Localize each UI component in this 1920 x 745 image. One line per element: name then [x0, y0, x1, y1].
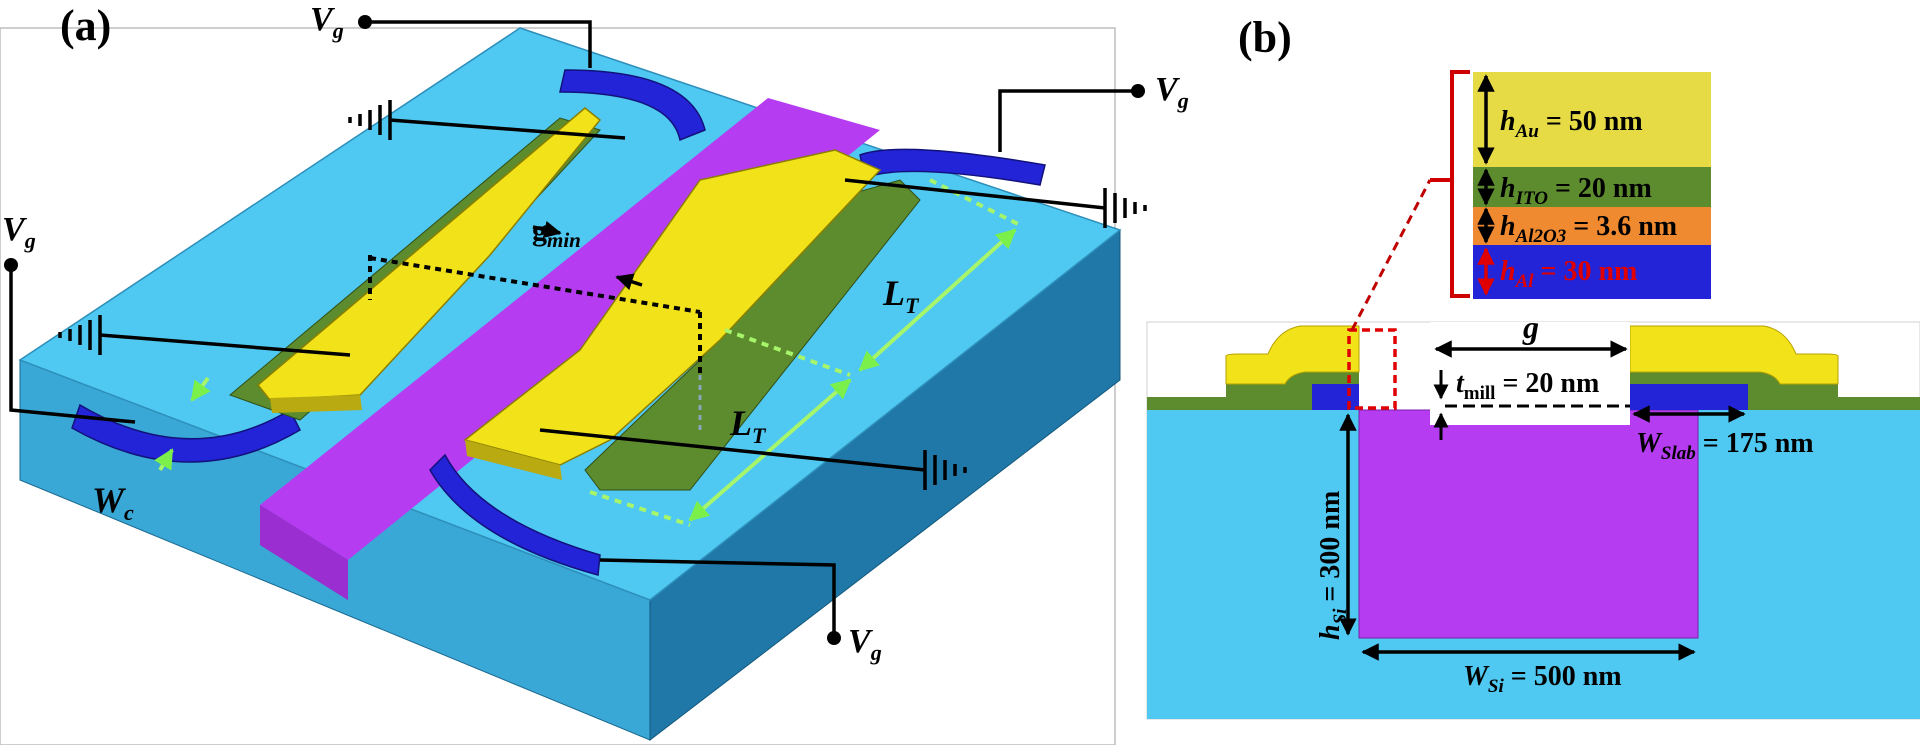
wslab-label: WSlab = 175 nm — [1636, 428, 1814, 464]
vg-wire-top — [365, 20, 592, 68]
au-right-stack — [1629, 325, 1839, 385]
wsi-label: WSi = 500 nm — [1463, 661, 1622, 697]
vg-label-right: Vg — [1155, 71, 1189, 113]
zoom-box — [1347, 328, 1397, 410]
arc-bottom-left — [71, 403, 301, 463]
vg-label-left: Vg — [2, 211, 36, 253]
panel-b: (b) — [1146, 13, 1920, 720]
gmin-arrow-left — [532, 221, 562, 239]
ito-label: hITO = 20 nm — [1500, 173, 1652, 209]
ground-wire-top-left — [389, 118, 626, 140]
inset-al2o3 — [1473, 207, 1711, 245]
gap-region — [1430, 322, 1630, 425]
vg-wire-bottom — [599, 558, 836, 638]
wc-arrow-top — [190, 376, 211, 402]
inset-au — [1473, 72, 1711, 167]
vg-wire-left — [9, 265, 136, 424]
al-slab-right — [1630, 384, 1748, 410]
al-slab-left — [1312, 384, 1359, 410]
ground-wire-right — [844, 178, 1106, 210]
arc-top-left — [559, 69, 706, 142]
gap-label: g — [1522, 309, 1539, 345]
panel-a: (a) Vg Vg Vg Vg gmin LT LT Wc — [0, 1, 1189, 745]
hsi-label: hSi = 300 nm — [1315, 491, 1351, 640]
al2o3-label: hAl2O3 = 3.6 nm — [1500, 211, 1677, 247]
cut-line-top — [369, 256, 701, 314]
au-label: hAu = 50 nm — [1500, 106, 1643, 142]
inset-ito — [1473, 167, 1711, 207]
right-electrode-edge — [465, 440, 562, 480]
zoom-connector — [1350, 179, 1432, 331]
au-left-stack — [1225, 325, 1360, 385]
lt-label-upper: LT — [882, 273, 920, 318]
lt-guide-3 — [589, 490, 691, 527]
vg-wire-right — [998, 89, 1138, 152]
lt-guide-2 — [724, 328, 851, 377]
wc-label: Wc — [92, 480, 134, 525]
ground-symbol-left — [58, 315, 102, 355]
right-electrode-gold — [463, 149, 882, 466]
gmin-arrow-right — [615, 273, 643, 291]
left-electrode-gold — [256, 107, 602, 401]
left-electrode-edge — [270, 395, 362, 413]
inset-bracket — [1450, 70, 1470, 298]
tmill-label: tmill = 20 nm — [1456, 368, 1599, 404]
gmin-label: gmin — [532, 214, 581, 252]
vg-label-bottom: Vg — [848, 623, 882, 665]
ground-symbol-bottom — [923, 450, 967, 490]
silicon-core — [1358, 409, 1699, 639]
arc-top-right — [859, 148, 1046, 186]
lt-arrow-upper — [858, 228, 1017, 372]
wc-arrow-bottom — [154, 448, 174, 472]
arc-bottom-right — [429, 453, 601, 576]
al-label: hAl = 30 nm — [1500, 256, 1637, 292]
panel-a-label: (a) — [60, 1, 111, 50]
lt-label-lower: LT — [729, 403, 767, 448]
ground-symbol-right — [1103, 188, 1147, 228]
vg-label-top: Vg — [310, 1, 344, 43]
ground-symbol-top-left — [348, 100, 392, 140]
ground-wire-left — [99, 333, 351, 357]
lt-arrow-lower — [688, 378, 852, 522]
lt-guide-1 — [929, 178, 1021, 227]
panel-b-label: (b) — [1238, 13, 1292, 62]
silicon-waveguide-front — [260, 505, 348, 600]
ground-wire-bottom — [539, 428, 926, 472]
panel-a-frame — [0, 27, 1116, 745]
inset-al — [1473, 245, 1711, 299]
